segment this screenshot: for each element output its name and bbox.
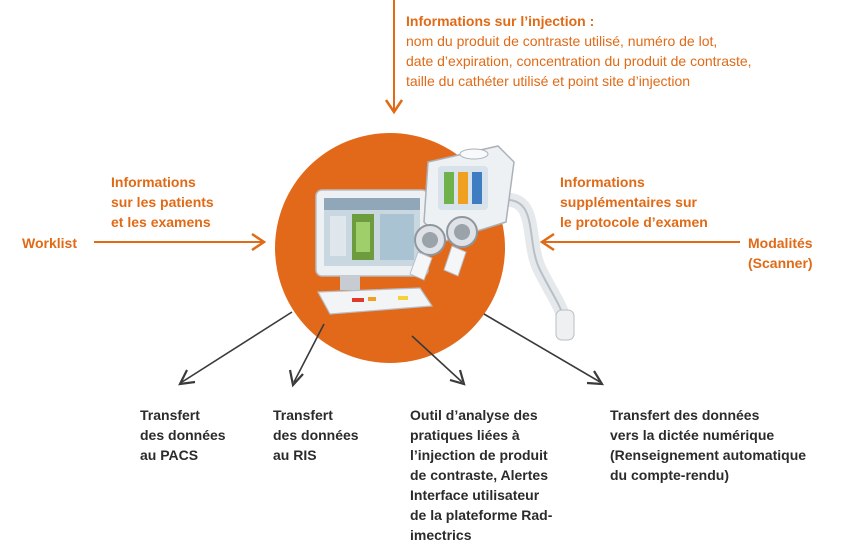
output-line: Transfert des données — [610, 407, 760, 423]
injection-info-block: Informations sur l’injection : nom du pr… — [406, 11, 752, 91]
output-line: des données — [140, 427, 226, 443]
outgoing-arrow-dictation — [483, 313, 605, 386]
output-ris-label: Transfert des données au RIS — [273, 405, 359, 465]
output-pacs-label: Transfert des données au PACS — [140, 405, 226, 465]
protocol-info-line: le protocole d’examen — [560, 214, 708, 230]
output-line: vers la dictée numérique — [610, 427, 775, 443]
output-line: imectrics — [410, 527, 472, 543]
incoming-arrow-right — [539, 232, 740, 252]
output-line: l’injection de produit — [410, 447, 548, 463]
modalites-line: (Scanner) — [748, 255, 813, 271]
injection-info-line: date d’expiration, concentration du prod… — [406, 53, 752, 69]
output-line: des données — [273, 427, 359, 443]
output-dictation-label: Transfert des données vers la dictée num… — [610, 405, 806, 485]
injection-info-heading: Informations sur l’injection : — [406, 13, 595, 29]
patient-info-line: sur les patients — [111, 194, 214, 210]
output-line: Outil d’analyse des — [410, 407, 538, 423]
incoming-arrow-top — [384, 0, 404, 115]
output-line: du compte-rendu) — [610, 467, 729, 483]
protocol-info-line: Informations — [560, 174, 645, 190]
protocol-info-label: Informations supplémentaires sur le prot… — [560, 172, 708, 232]
outgoing-arrow-radimetrics — [411, 335, 466, 386]
injector-console-illustration — [315, 189, 434, 315]
output-line: Interface utilisateur — [410, 487, 540, 503]
modalites-line: Modalités — [748, 235, 813, 251]
output-line: Transfert — [140, 407, 200, 423]
output-radimetrics-label: Outil d’analyse des pratiques liées à l’… — [410, 405, 552, 545]
output-line: de la plateforme Rad- — [410, 507, 553, 523]
patient-info-label: Informations sur les patients et les exa… — [111, 172, 214, 232]
injector-head-illustration — [409, 145, 575, 341]
worklist-text: Worklist — [22, 235, 77, 251]
output-line: de contraste, Alertes — [410, 467, 548, 483]
output-line: au PACS — [140, 447, 199, 463]
outgoing-arrow-ris — [288, 323, 325, 388]
protocol-info-line: supplémentaires sur — [560, 194, 697, 210]
incoming-arrow-left — [94, 232, 267, 252]
patient-info-line: Informations — [111, 174, 196, 190]
output-line: pratiques liées à — [410, 427, 520, 443]
modalites-label: Modalités (Scanner) — [748, 233, 813, 273]
output-line: Transfert — [273, 407, 333, 423]
outgoing-arrow-pacs — [178, 311, 293, 386]
worklist-label: Worklist — [22, 233, 77, 253]
output-line: au RIS — [273, 447, 317, 463]
output-line: (Renseignement automatique — [610, 447, 807, 463]
patient-info-line: et les examens — [111, 214, 211, 230]
injection-info-line: nom du produit de contraste utilisé, num… — [406, 33, 718, 49]
injection-info-line: taille du cathéter utilisé et point site… — [406, 73, 691, 89]
